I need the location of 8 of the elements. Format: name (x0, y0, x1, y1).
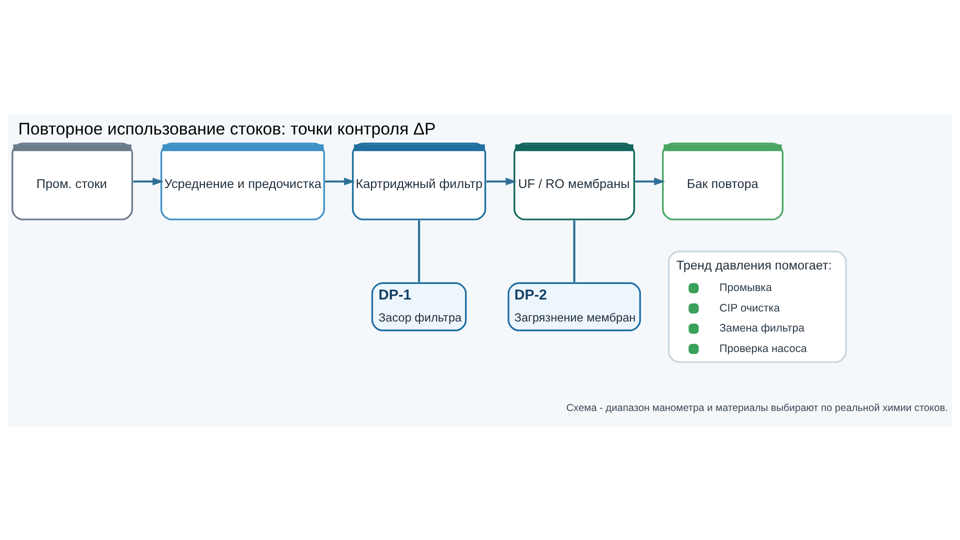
arrow (486, 177, 517, 185)
arrow (325, 177, 356, 185)
arrow (133, 177, 164, 185)
caption: Схема - диапазон манометра и материалы выбирают по реальной химии стоков. (566, 402, 948, 414)
connector (418, 220, 420, 282)
connector (573, 220, 576, 282)
arrow (635, 177, 666, 185)
diagram-title: Повторное использование стоков: точки контроля ΔP (18, 118, 436, 138)
